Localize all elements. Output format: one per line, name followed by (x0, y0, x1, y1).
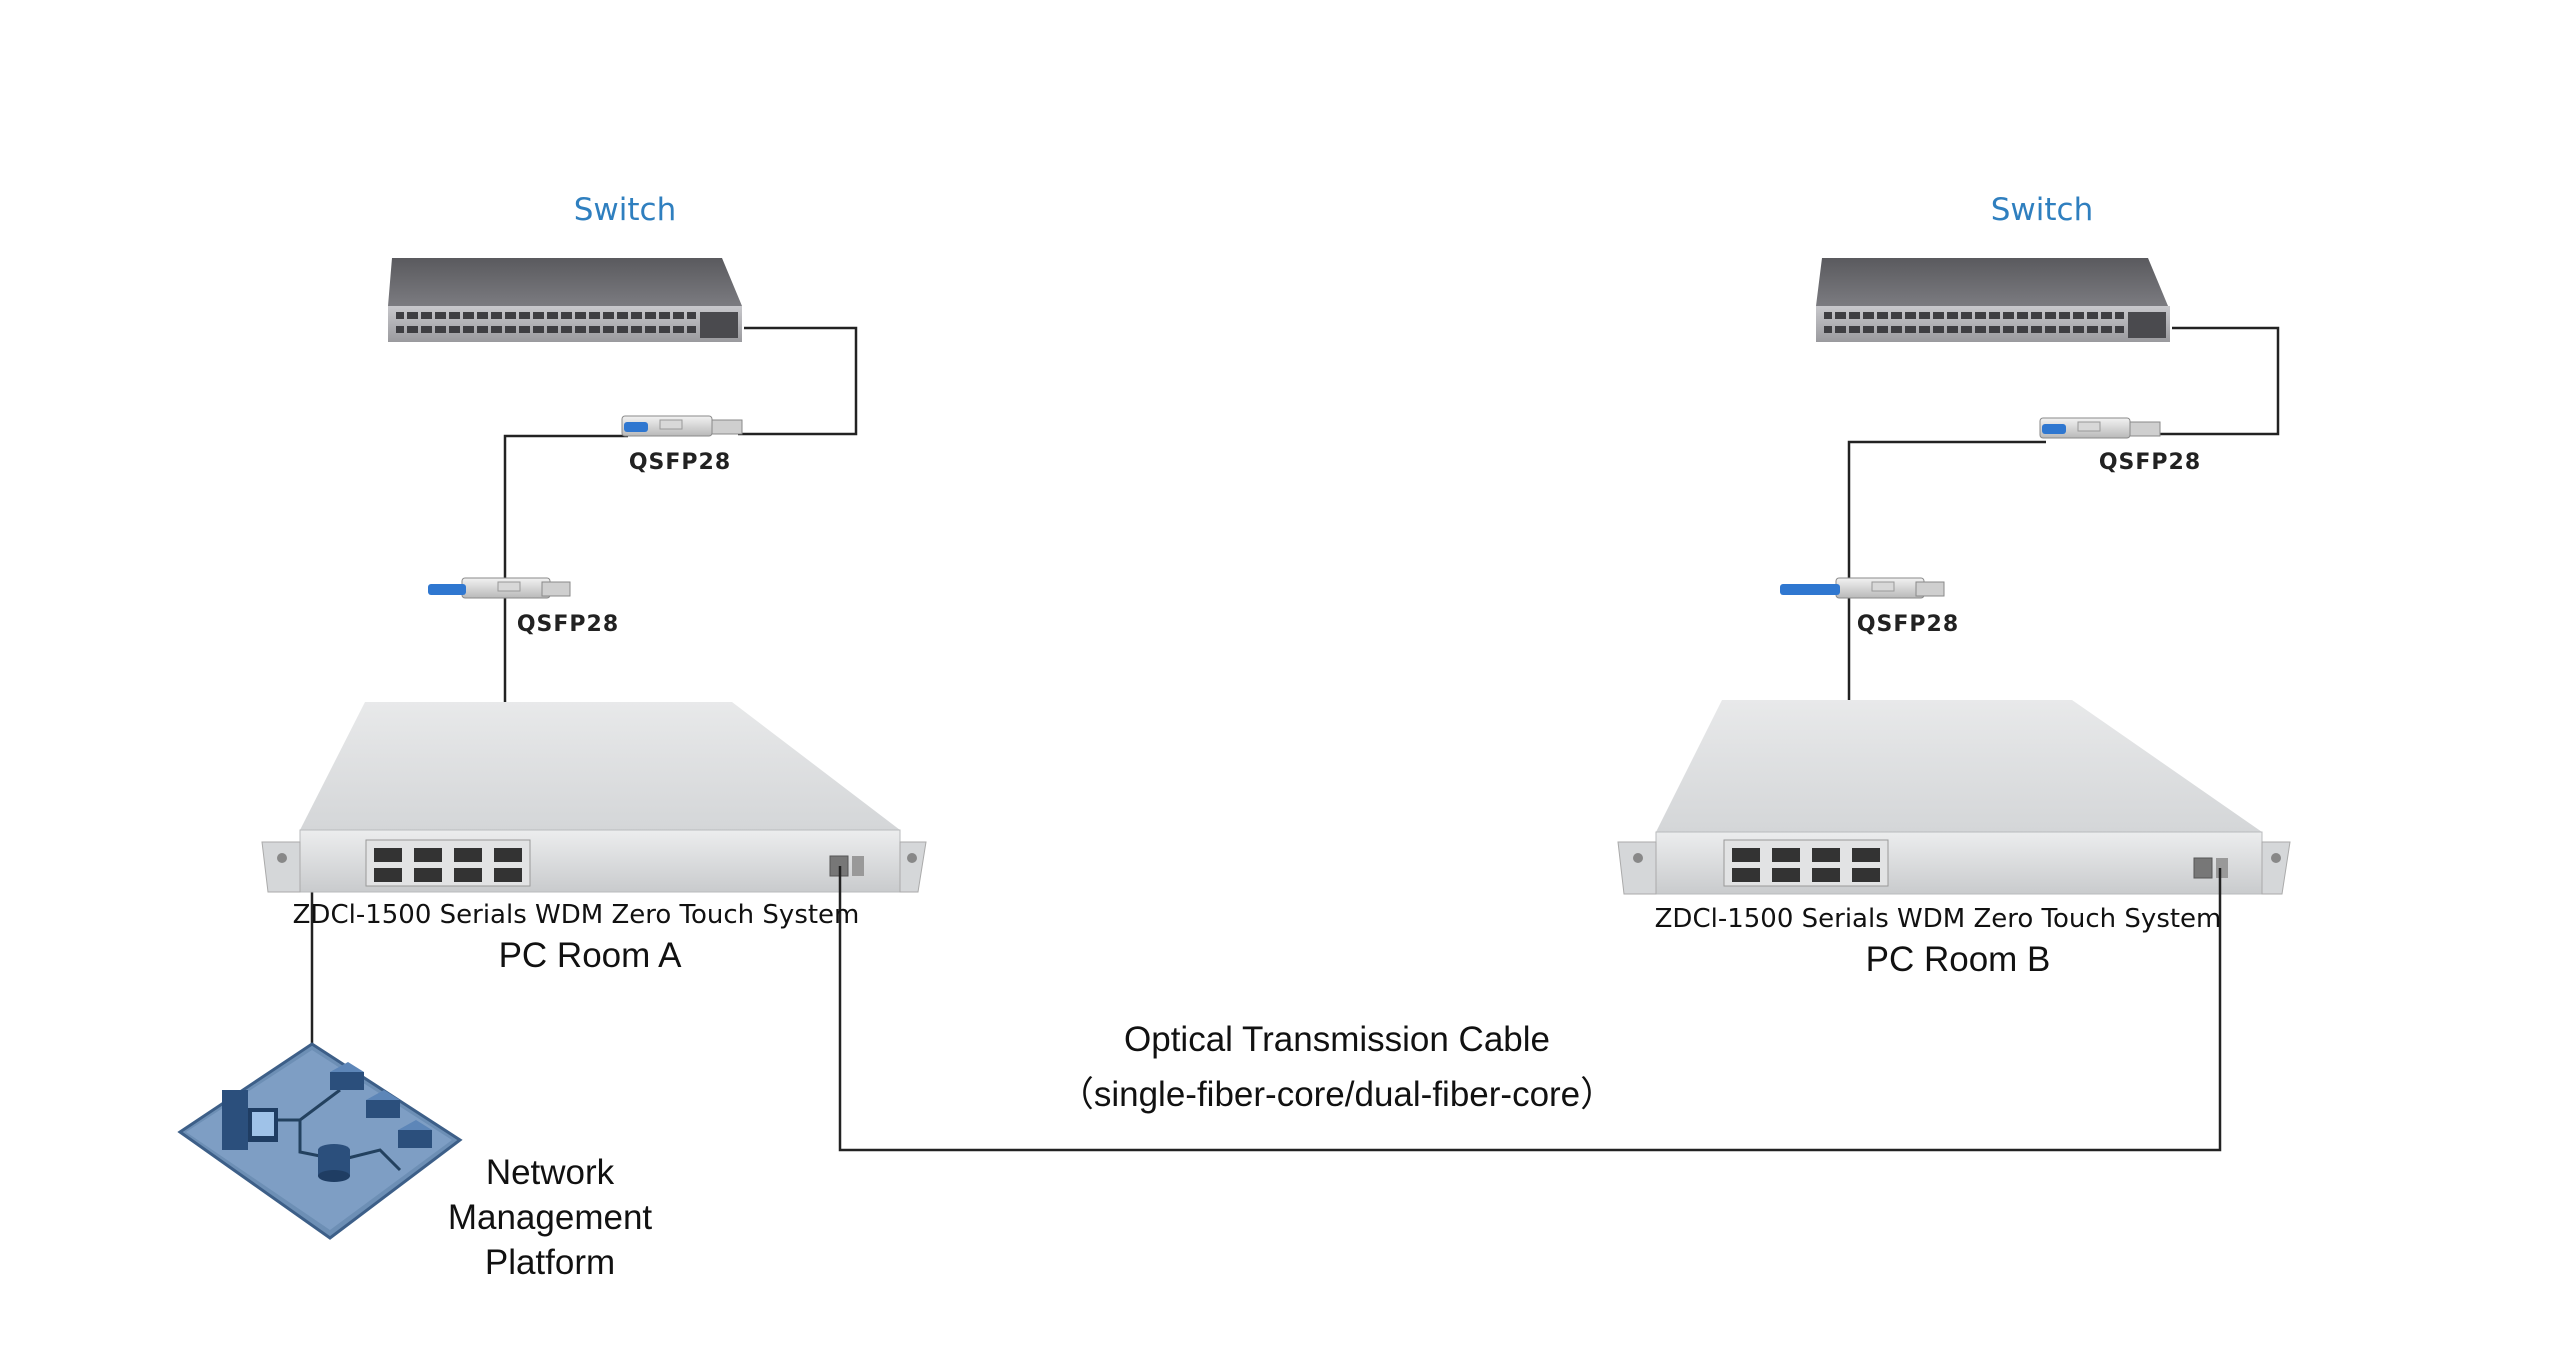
platform-label: Network Management Platform (430, 1150, 670, 1285)
network-management-platform-icon (177, 1042, 463, 1240)
room-a-label: PC Room A (498, 936, 682, 975)
wdm-chassis-a-icon (261, 702, 927, 893)
qsfp28-a-bottom-label: QSFP28 (516, 612, 620, 637)
qsfp28-a-top-label: QSFP28 (628, 450, 732, 475)
cable-subtitle: （single-fiber-core/dual-fiber-core） (1058, 1075, 1616, 1114)
site-a (177, 258, 927, 1240)
switch-a-label: Switch (573, 192, 677, 228)
site-b (1617, 258, 2291, 895)
qsfp28-module-icon (1780, 577, 1945, 599)
platform-label-line2: Management (447, 1198, 653, 1237)
switch-a-icon (388, 258, 742, 342)
wdm-chassis-b-icon (1617, 700, 2291, 895)
optical-transmission-cable-line (838, 866, 2222, 1152)
room-b-label: PC Room B (1865, 940, 2051, 979)
qsfp28-module-icon (2039, 417, 2161, 439)
platform-label-line1: Network (485, 1153, 615, 1192)
switch-b-label: Switch (1990, 192, 2094, 228)
cable-title: Optical Transmission Cable (1124, 1020, 1550, 1059)
qsfp28-b-top-label: QSFP28 (2098, 450, 2202, 475)
device-b-label: ZDCl-1500 Serials WDM Zero Touch System (1654, 904, 2222, 934)
qsfp28-b-bottom-label: QSFP28 (1856, 612, 1960, 637)
device-a-label: ZDCl-1500 Serials WDM Zero Touch System (292, 900, 860, 930)
qsfp28-module-icon (428, 577, 571, 599)
switch-b-icon (1816, 258, 2170, 342)
qsfp28-module-icon (621, 415, 743, 437)
platform-label-line3: Platform (484, 1243, 616, 1282)
